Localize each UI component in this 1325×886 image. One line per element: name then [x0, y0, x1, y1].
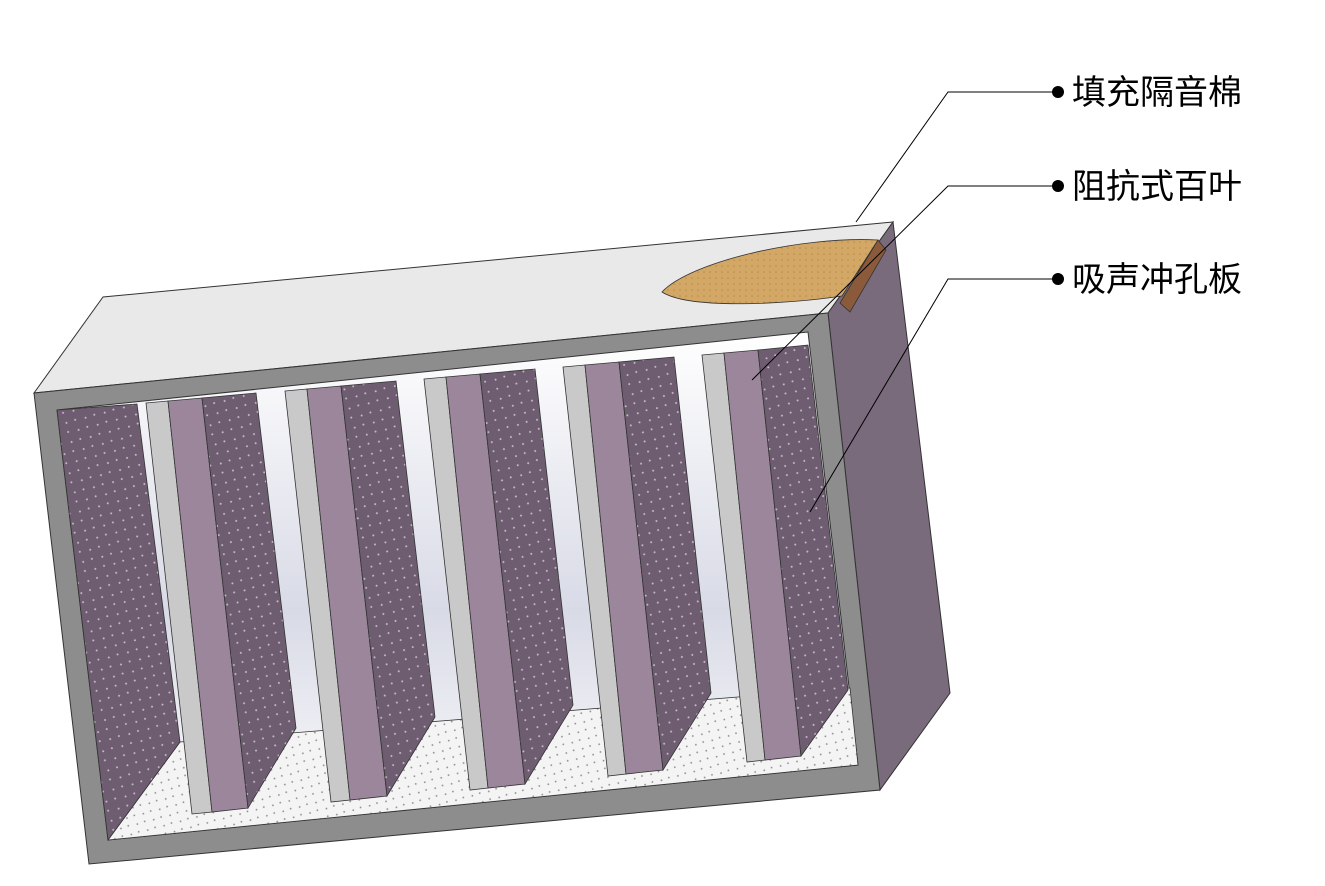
louver-blade [423, 368, 574, 791]
callout-label-cotton: 填充隔音棉 [1072, 73, 1242, 113]
left-wall-absorber [56, 403, 181, 842]
leader-line-louver [751, 185, 1056, 381]
louver-edge-strip [839, 239, 887, 313]
callout-bullet [1052, 273, 1064, 285]
callout-bullet [1052, 86, 1064, 98]
callout-label-louver: 阻抗式百叶 [1072, 167, 1242, 207]
callout-bullet [1052, 180, 1064, 192]
louver-blade [284, 380, 436, 803]
leader-line-cotton [855, 91, 1056, 223]
callout-label-plate: 吸声冲孔板 [1072, 260, 1242, 300]
louver-blade [145, 392, 297, 815]
leader-line-plate [809, 278, 1056, 513]
louver-blade [701, 344, 849, 763]
louver-blade [562, 356, 712, 777]
